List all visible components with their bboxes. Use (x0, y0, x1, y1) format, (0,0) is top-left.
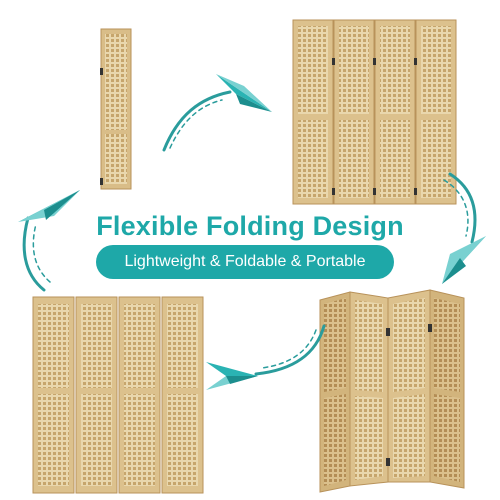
curved-arrow-icon (254, 324, 326, 376)
flat-screen-image (32, 296, 204, 494)
subheadline-badge: Lightweight & Foldable & Portable (96, 245, 394, 279)
angled-screen-image (319, 289, 465, 493)
curved-arrow-icon (162, 90, 232, 152)
curved-arrow-icon (22, 216, 51, 292)
paper-plane-icon (442, 236, 486, 284)
headline: Flexible Folding Design (96, 211, 404, 241)
subheadline: Lightweight & Foldable & Portable (124, 253, 366, 270)
unfolded-screen-image (292, 19, 457, 205)
curved-arrow-icon (443, 172, 477, 244)
folded-screen-image (100, 28, 132, 190)
paper-plane-icon (216, 74, 272, 112)
paper-plane-icon (206, 362, 258, 390)
paper-plane-icon (18, 190, 80, 222)
